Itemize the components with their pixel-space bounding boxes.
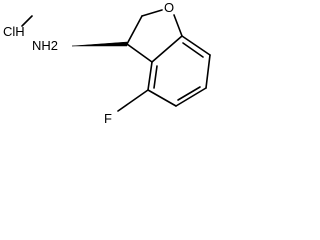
hcl-label: ClH (3, 24, 25, 39)
structure-diagram (21, 9, 211, 112)
bond-c4-c3a (147, 61, 153, 91)
bond-c3a-c7a (151, 35, 183, 63)
hcl-bond (21, 15, 33, 27)
bond-c2-o (141, 9, 163, 17)
double-bond-c4-c3a (153, 65, 158, 89)
wedge-bond-c3-n (71, 41, 128, 47)
bond-c4-f (117, 89, 149, 112)
double-bond-c6-c5 (177, 86, 201, 101)
bond-c7a-c7 (181, 35, 211, 56)
bond-c6-c5 (175, 87, 207, 107)
bond-o-c7a (173, 14, 183, 37)
bond-c7-c6 (205, 54, 211, 89)
fluorine-label: F (104, 111, 112, 126)
amine-label: NH2 (32, 38, 59, 53)
double-bond-c7a-c7 (182, 42, 204, 58)
bond-c2-c3 (126, 15, 143, 45)
bond-c3-c3a (126, 43, 153, 63)
oxygen-label: O (164, 0, 175, 15)
bond-c5-c4 (147, 89, 177, 107)
